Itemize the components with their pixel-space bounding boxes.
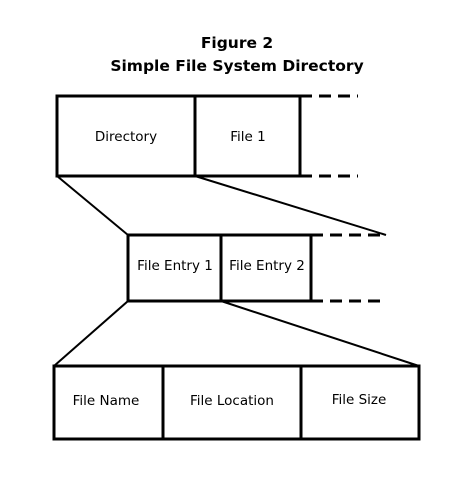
figure-subtitle: Simple File System Directory bbox=[110, 57, 364, 75]
level-2-to-3-connectors bbox=[53, 300, 420, 367]
file-size-cell-label: File Size bbox=[332, 392, 387, 408]
directory-level-frame bbox=[55, 94, 302, 178]
level-1-to-2-connectors bbox=[56, 175, 387, 236]
file-attributes-level: File Name File Location File Size bbox=[52, 364, 421, 441]
file-entries-level: File Entry 1 File Entry 2 bbox=[126, 233, 386, 303]
directory-cell-label: Directory bbox=[95, 129, 157, 145]
file-name-cell-label: File Name bbox=[73, 393, 140, 409]
figure-title: Figure 2 bbox=[200, 34, 274, 52]
connector-right bbox=[220, 300, 420, 367]
file-location-cell-label: File Location bbox=[190, 393, 274, 409]
connector-right bbox=[194, 175, 387, 236]
file-entry-1-cell-label: File Entry 1 bbox=[137, 258, 213, 274]
connector-left bbox=[53, 300, 129, 367]
directory-level: Directory File 1 bbox=[55, 94, 358, 178]
file-1-cell-label: File 1 bbox=[230, 129, 265, 145]
connector-left bbox=[56, 175, 129, 236]
file-entry-2-cell-label: File Entry 2 bbox=[229, 258, 305, 274]
file-attributes-level-frame bbox=[52, 364, 421, 441]
